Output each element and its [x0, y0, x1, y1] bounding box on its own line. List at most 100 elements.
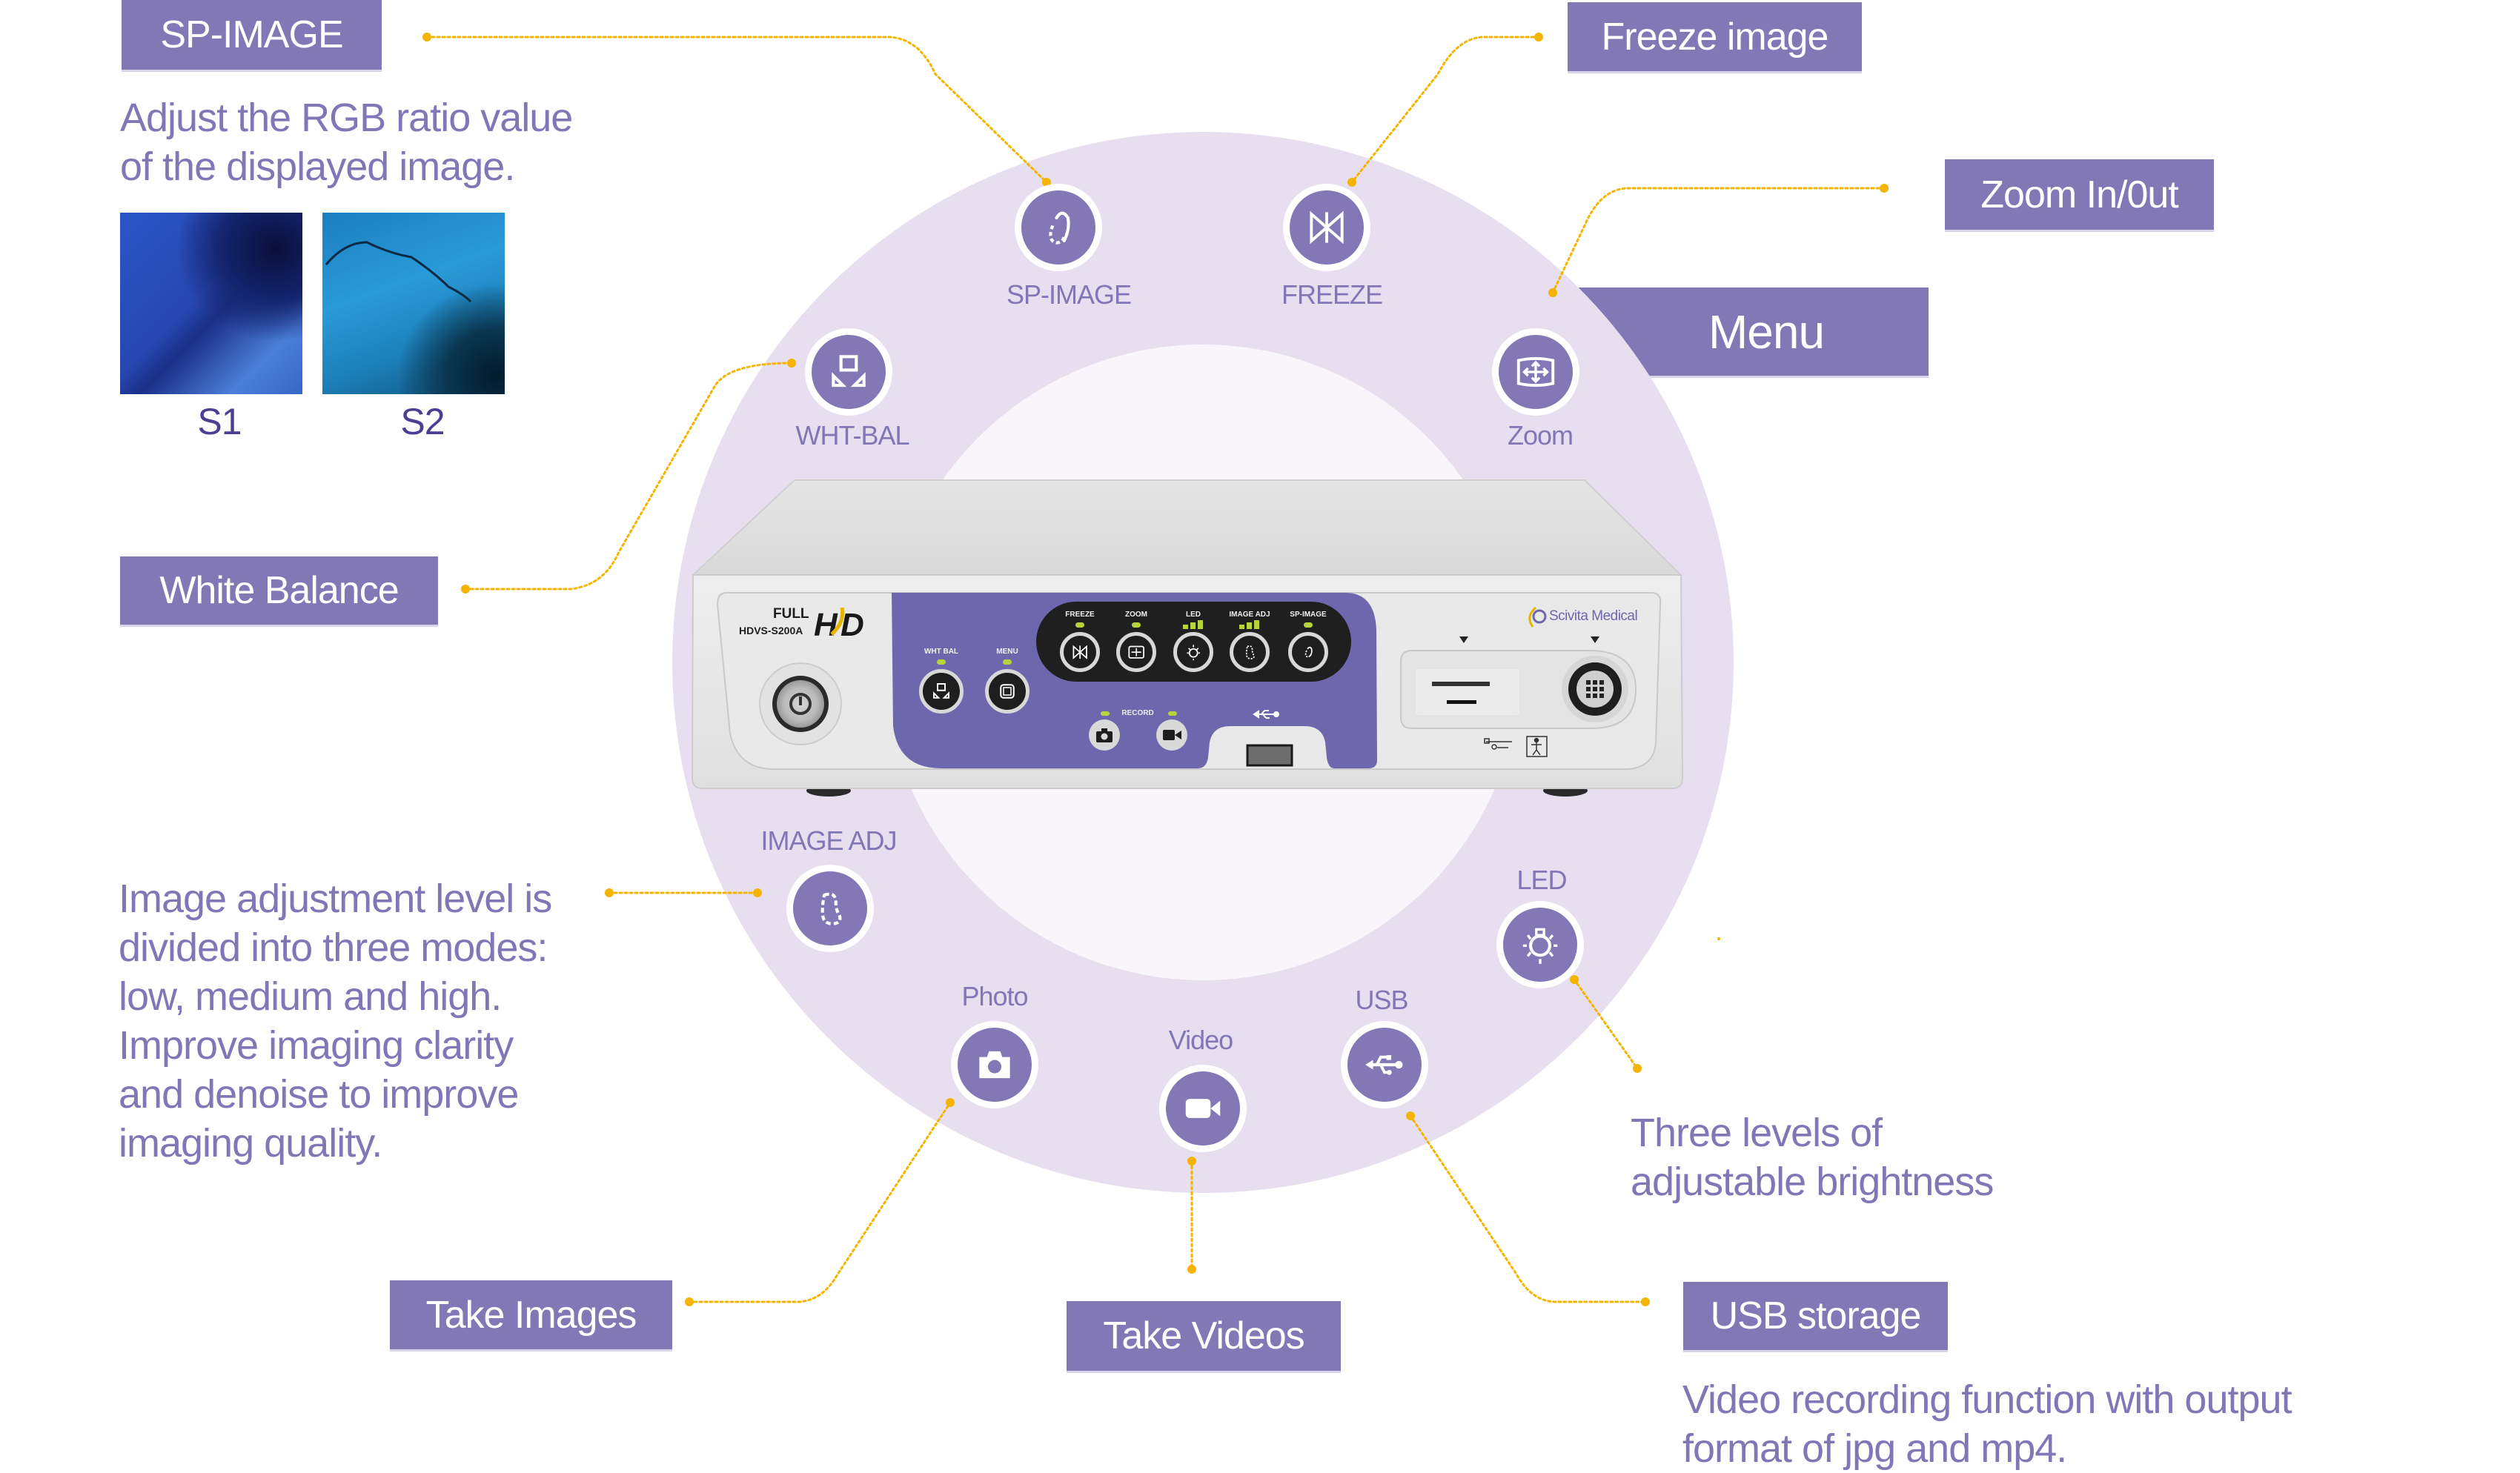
ring-button-image-adj[interactable] [786, 865, 874, 952]
callout-white-balance-label: White Balance [159, 569, 399, 612]
panel-label-zoom: ZOOM [1125, 611, 1147, 619]
freeze-icon [1310, 210, 1344, 245]
white-balance-icon [933, 683, 949, 699]
ring-button-zoom[interactable] [1492, 328, 1579, 416]
ring-button-freeze[interactable] [1283, 184, 1370, 271]
description-line: imaging quality. [119, 1121, 382, 1166]
connector-white-balance [464, 362, 793, 591]
hd-logo-mark: H [814, 607, 838, 643]
ring-label-zoom: Zoom [1507, 420, 1574, 450]
callout-usb-storage-label: USB storage [1710, 1294, 1922, 1337]
panel-label-led: LED [1186, 611, 1201, 619]
ring-button-photo[interactable] [951, 1021, 1038, 1108]
panel-label-image-adj: IMAGE ADJ [1229, 611, 1270, 619]
device-image-adj-button[interactable] [1230, 632, 1270, 672]
callout-take-videos-label: Take Videos [1103, 1314, 1304, 1357]
description-line: Three levels of [1631, 1111, 1883, 1155]
freeze-icon [1072, 645, 1087, 659]
callout-zoom-in-out: Zoom In/0ut [1945, 159, 2214, 232]
menu-icon [1000, 684, 1015, 699]
device-card-slot [1416, 669, 1519, 715]
indicator-sp-image [1304, 622, 1313, 628]
connector-take-images [688, 1101, 952, 1303]
indicator-freeze [1075, 622, 1084, 628]
connector-pins-icon [1586, 680, 1604, 698]
ring-button-video[interactable] [1159, 1065, 1247, 1152]
callout-sp-image-label: SP-IMAGE [160, 13, 343, 56]
device-usb-port [1246, 744, 1293, 767]
description-line: Adjust the RGB ratio value [120, 96, 573, 140]
led-icon [1187, 645, 1200, 660]
connector-marker-icon [1591, 636, 1599, 643]
callout-take-videos: Take Videos [1067, 1301, 1341, 1373]
callout-usb-storage: USB storage [1683, 1282, 1948, 1352]
connector-sp-image [425, 36, 1048, 184]
description-line: format of jpg and mp4. [1682, 1426, 2067, 1471]
scivita-logo-icon [1528, 606, 1537, 628]
device-usb-symbol-icon [1253, 710, 1279, 719]
ring-label-usb: USB [1355, 985, 1408, 1015]
device-menu-button[interactable] [985, 669, 1029, 714]
callout-freeze-image-label: Freeze image [1601, 15, 1829, 59]
ring-label-led: LED [1516, 865, 1567, 895]
device-freeze-button[interactable] [1060, 632, 1100, 672]
ring-label-sp-image: SP-IMAGE [1006, 279, 1132, 310]
ring-button-sp-image[interactable] [1015, 184, 1102, 271]
indicator-wht-bal [937, 659, 946, 665]
ring-button-wht-bal[interactable] [805, 328, 892, 416]
ring-button-led[interactable] [1496, 901, 1584, 988]
device-brand-full: FULL [773, 606, 809, 622]
connector-led [1573, 978, 1639, 1070]
indicator-image-adj-bars [1239, 619, 1260, 633]
slot-marker-icon [1459, 636, 1468, 643]
callout-sp-image: SP-IMAGE [122, 0, 382, 72]
device-led-button[interactable] [1173, 632, 1213, 672]
ring-label-video: Video [1168, 1025, 1233, 1055]
description-led: Three levels of adjustable brightness [1631, 1108, 1994, 1206]
panel-label-menu: MENU [996, 648, 1018, 656]
connector-usb [1409, 1114, 1647, 1303]
zoom-icon [1128, 645, 1144, 659]
device-zoom-button[interactable] [1116, 632, 1156, 672]
indicator-zoom [1132, 622, 1141, 628]
description-usb: Video recording function with output for… [1682, 1375, 2292, 1473]
description-line: divided into three modes: [119, 925, 548, 970]
ring-button-usb[interactable] [1341, 1021, 1428, 1108]
description-line: adjustable brightness [1631, 1160, 1994, 1204]
callout-freeze-image: Freeze image [1568, 2, 1862, 73]
device-wht-bal-button[interactable] [919, 669, 964, 714]
callout-white-balance: White Balance [120, 556, 438, 627]
indicator-menu [1003, 659, 1012, 665]
indicator-led-bars [1183, 619, 1204, 633]
endoscope-symbol-icon [1484, 738, 1512, 750]
description-image-adj: Image adjustment level is divided into t… [119, 874, 552, 1168]
ring-label-wht-bal: WHT-BAL [795, 420, 909, 450]
device-sp-image-button[interactable] [1288, 632, 1328, 672]
ring-label-freeze: FREEZE [1281, 279, 1383, 310]
image-adj-icon [1245, 645, 1255, 659]
panel-label-freeze: FREEZE [1065, 611, 1095, 619]
device-maker: Scivita Medical [1549, 608, 1638, 624]
callout-take-images-label: Take Images [425, 1293, 637, 1337]
ring-label-photo: Photo [961, 981, 1028, 1011]
zoom-icon [1516, 356, 1555, 388]
sp-image-icon [1049, 211, 1070, 245]
connector-zoom [1551, 187, 1886, 294]
ring-label-image-adj: IMAGE ADJ [760, 825, 897, 856]
bf-type-symbol-icon [1526, 736, 1548, 757]
thumbnail-s2-label: S2 [400, 401, 445, 442]
camera-icon [979, 1051, 1010, 1079]
thumbnail-s1 [120, 213, 302, 394]
device-record-label: RECORD [1121, 709, 1154, 717]
power-icon [789, 693, 812, 715]
panel-label-wht-bal: WHT BAL [924, 648, 959, 656]
led-icon [1522, 928, 1558, 964]
connector-freeze [1350, 36, 1540, 184]
description-line: Image adjustment level is [119, 877, 552, 921]
description-line: Improve imaging clarity [119, 1023, 514, 1068]
description-line: low, medium and high. [119, 974, 502, 1019]
callout-zoom-in-out-label: Zoom In/0ut [1980, 173, 2178, 216]
video-camera-icon [1185, 1099, 1221, 1118]
white-balance-icon [832, 355, 866, 388]
